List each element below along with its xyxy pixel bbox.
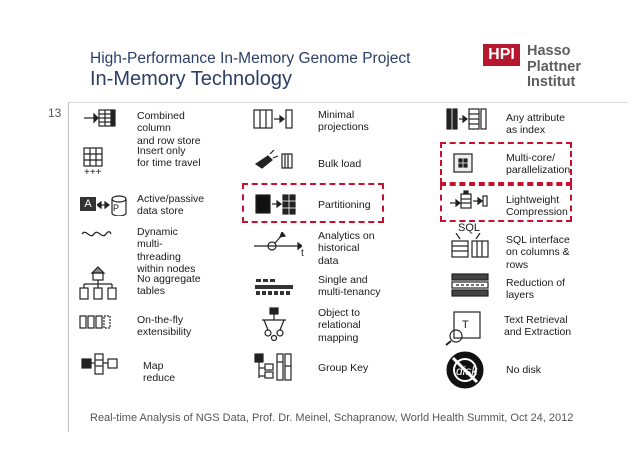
bulk-load-icon <box>254 150 293 169</box>
minimal-projections-label: Minimal projections <box>318 109 369 134</box>
object-relational-mapping-icon <box>262 307 286 342</box>
sql-text: SQL <box>458 222 481 234</box>
text-retrieval-extraction-label: Text Retrieval and Extraction <box>504 314 572 339</box>
active-passive-store-label: Active/passive data store <box>137 193 205 218</box>
map-reduce-label: Map reduce <box>143 360 176 385</box>
sql-interface-icon <box>451 233 489 258</box>
multicore-parallelization-label: Multi-core/ parallelization <box>506 152 571 177</box>
partitioning-label: Partitioning <box>318 199 371 211</box>
attribute-index-icon <box>446 108 487 130</box>
compression-highlight-frame <box>440 184 572 222</box>
passive-store-letter: P <box>113 203 120 213</box>
single-multi-tenancy-label: Single and multi-tenancy <box>318 274 381 299</box>
no-disk-icon: disk <box>446 351 484 389</box>
slide-title: In-Memory Technology <box>90 68 292 90</box>
group-key-label: Group Key <box>318 362 369 374</box>
multicore-highlight-frame <box>440 142 572 184</box>
text-search-icon <box>445 311 481 346</box>
combined-column-row-store-label: Combined column and row store <box>137 110 201 147</box>
object-relational-mapping-label: Object to relational mapping <box>318 307 361 344</box>
lightweight-compression-label: Lightweight Compression <box>506 194 568 219</box>
hpi-logo-text: Hasso Plattner Institut <box>527 43 581 90</box>
partitioning-highlight-frame <box>242 183 384 223</box>
any-attribute-as-index-label: Any attribute as index <box>506 112 565 137</box>
footer-citation: Real-time Analysis of NGS Data, Prof. Dr… <box>90 412 574 424</box>
group-key-icon <box>254 353 292 381</box>
layers-icon <box>451 273 489 297</box>
analytics-on-historical-data-label: Analytics on historical data <box>318 230 375 267</box>
no-disk-label: No disk <box>506 364 542 376</box>
insert-only-icon: +++ <box>83 147 103 176</box>
time-axis-letter: t <box>301 248 304 259</box>
presentation-subtitle: High-Performance In-Memory Genome Projec… <box>90 50 411 67</box>
svg-text:+++: +++ <box>84 167 102 176</box>
insert-only-label: Insert only for time travel <box>137 145 201 170</box>
hpi-logo-badge: HPI <box>483 44 520 66</box>
page-number: 13 <box>48 106 62 120</box>
multicore-chip-icon <box>453 153 473 173</box>
multithreading-icon <box>81 231 112 237</box>
no-aggregate-tables-label: No aggregate tables <box>137 273 201 298</box>
column-row-store-icon <box>84 109 116 127</box>
text-letter: T <box>462 319 469 331</box>
left-margin-line <box>68 102 69 432</box>
bulk-load-label: Bulk load <box>318 158 362 170</box>
on-the-fly-extensibility-label: On-the-fly extensibility <box>137 314 192 339</box>
multi-tenancy-icon <box>255 279 293 295</box>
sql-interface-label: SQL interface on columns & rows <box>506 234 570 271</box>
partitioning-icon <box>255 194 296 215</box>
historical-analytics-icon <box>254 232 302 251</box>
reduction-of-layers-label: Reduction of layers <box>506 277 565 302</box>
compression-icon <box>450 190 488 209</box>
aggregate-tree-icon <box>79 266 117 300</box>
active-passive-store-icon <box>97 195 127 216</box>
extensibility-icon <box>79 315 111 329</box>
active-store-box: A <box>80 197 96 211</box>
dynamic-multithreading-label: Dynamic multi- threading within nodes <box>137 226 196 276</box>
projection-icon <box>253 109 293 129</box>
header-divider <box>68 102 628 103</box>
map-reduce-icon <box>81 353 118 375</box>
